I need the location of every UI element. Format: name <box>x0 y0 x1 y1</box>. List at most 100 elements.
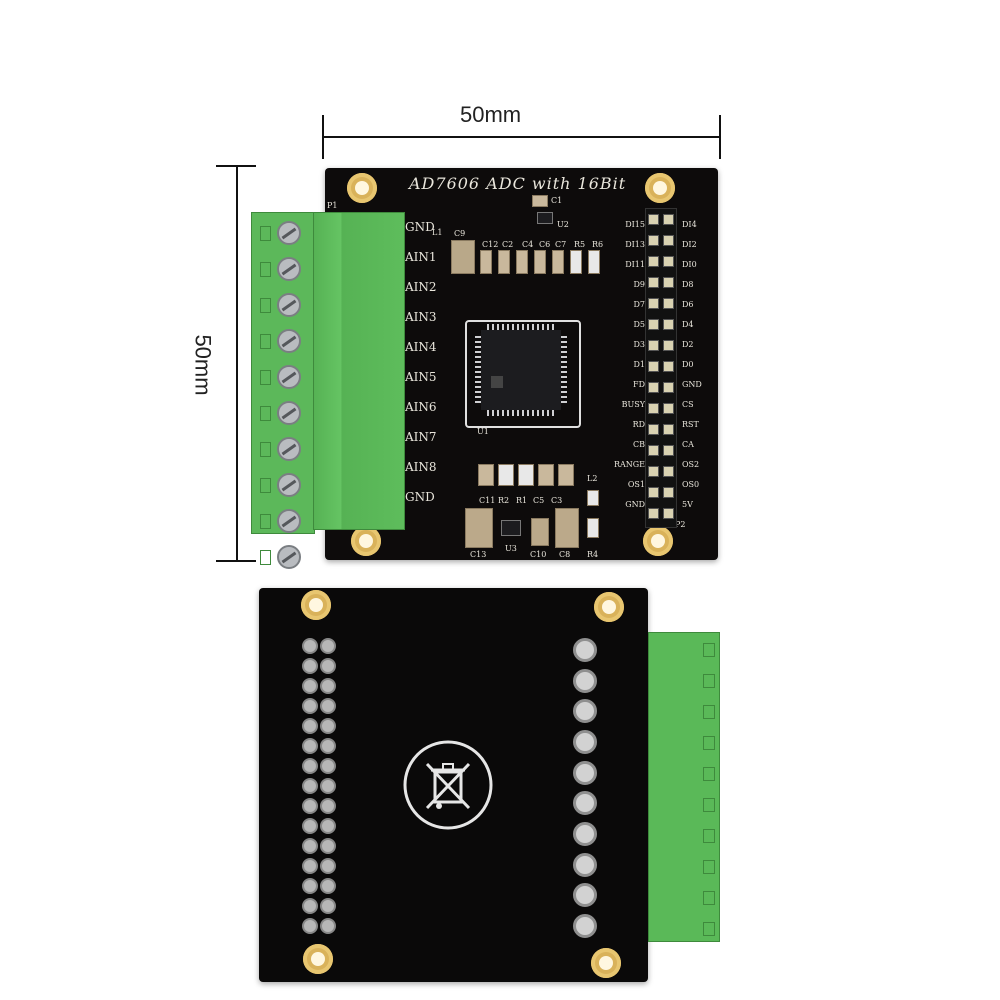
terminal-block-screw-side <box>251 212 315 569</box>
p2-label: P2 <box>675 520 686 529</box>
chip-pins-top <box>487 324 555 330</box>
header-label: DI15 <box>625 220 645 229</box>
mounting-hole-bottom-right <box>643 526 673 556</box>
solder-pad <box>320 858 336 874</box>
solder-pad <box>320 918 336 934</box>
solder-pad <box>302 778 318 794</box>
resistor <box>570 250 582 274</box>
terminal-solder-pads <box>573 638 597 938</box>
solder-pad <box>302 838 318 854</box>
wire-slot <box>260 405 271 421</box>
wire-slot <box>260 333 271 349</box>
header-label: OS2 <box>682 460 700 469</box>
header-pin <box>663 424 674 435</box>
bottom-part-label: C3 <box>551 496 563 505</box>
header-pin <box>663 235 674 246</box>
solder-pad <box>302 658 318 674</box>
header-label: FD <box>633 380 645 389</box>
header-label: D6 <box>682 300 694 309</box>
solder-pad <box>320 878 336 894</box>
wire-slot <box>260 261 271 277</box>
pin-header-2x15 <box>645 208 677 528</box>
header-label: CS <box>682 400 694 409</box>
wire-slot <box>260 369 271 385</box>
top-capacitor-row <box>480 250 602 274</box>
capacitor <box>538 464 554 486</box>
terminal-label: AIN4 <box>405 340 437 354</box>
top-cap-label-6: R5 <box>574 240 586 249</box>
height-dimension-line <box>236 165 238 561</box>
terminal-slot <box>260 365 301 389</box>
terminal-slot <box>260 473 301 497</box>
header-pin <box>648 298 659 309</box>
terminal-slot <box>260 293 301 317</box>
capacitor <box>558 464 574 486</box>
header-pin <box>663 361 674 372</box>
solder-pad <box>573 913 597 938</box>
terminal-slot <box>260 437 301 461</box>
solder-pad <box>302 738 318 754</box>
wire-slot <box>260 477 271 493</box>
led-l2 <box>587 490 599 506</box>
wire-slot <box>703 798 715 812</box>
header-label: GND <box>682 380 702 389</box>
terminal-slot <box>260 509 301 533</box>
c1-label: C1 <box>551 196 563 205</box>
terminal-label: AIN5 <box>405 370 437 384</box>
header-pin <box>663 277 674 288</box>
capacitor-c13 <box>465 508 493 548</box>
top-cap-label-0: C9 <box>454 229 466 238</box>
capacitor <box>516 250 528 274</box>
solder-pad <box>320 638 336 654</box>
terminal-back-slots <box>703 643 715 936</box>
capacitor-c10 <box>531 518 549 546</box>
solder-pad <box>302 678 318 694</box>
bottom-part-label: R1 <box>516 496 528 505</box>
u2-label: U2 <box>557 220 569 229</box>
screw-icon <box>277 509 301 533</box>
top-cap-label-1: C12 <box>482 240 499 249</box>
chip-pins-left <box>475 336 481 404</box>
header-right-label-column: DI4 DI2 DI0 D8 D6 D4 D2 D0 GND CS RST CA… <box>682 220 716 520</box>
header-pin <box>663 487 674 498</box>
bottom-part-label: C11 <box>479 496 496 505</box>
header-pin <box>648 277 659 288</box>
top-cap-label-2: C2 <box>502 240 514 249</box>
header-pin <box>648 424 659 435</box>
header-pin <box>663 256 674 267</box>
solder-pad <box>320 838 336 854</box>
header-pin <box>648 466 659 477</box>
header-pin <box>663 340 674 351</box>
header-pin <box>648 361 659 372</box>
header-pin <box>663 319 674 330</box>
solder-pad <box>320 698 336 714</box>
header-label: OS1 <box>627 480 645 489</box>
header-pin <box>663 382 674 393</box>
bottom-pcb-board <box>259 588 648 982</box>
capacitor <box>552 250 564 274</box>
u3-chip <box>501 520 521 536</box>
solder-pad <box>320 658 336 674</box>
header-pin <box>663 214 674 225</box>
wire-slot <box>260 549 271 565</box>
chip-pins-right <box>561 336 567 404</box>
header-pin <box>663 445 674 456</box>
bottom-cap-label: C10 <box>530 550 547 559</box>
resistor-r4 <box>587 518 599 538</box>
solder-pad <box>320 718 336 734</box>
capacitor <box>480 250 492 274</box>
capacitor <box>534 250 546 274</box>
terminal-slot <box>260 401 301 425</box>
terminal-slot <box>260 545 301 569</box>
solder-pad <box>573 883 597 908</box>
wire-slot <box>703 891 715 905</box>
top-cap-label-7: R6 <box>592 240 604 249</box>
capacitor <box>498 250 510 274</box>
screw-icon <box>277 365 301 389</box>
chip-pins-bottom <box>487 410 555 416</box>
l1-label: L1 <box>432 228 443 237</box>
header-pin <box>648 319 659 330</box>
solder-pad <box>573 699 597 724</box>
header-label: D0 <box>682 360 694 369</box>
u1-label: U1 <box>477 427 489 436</box>
